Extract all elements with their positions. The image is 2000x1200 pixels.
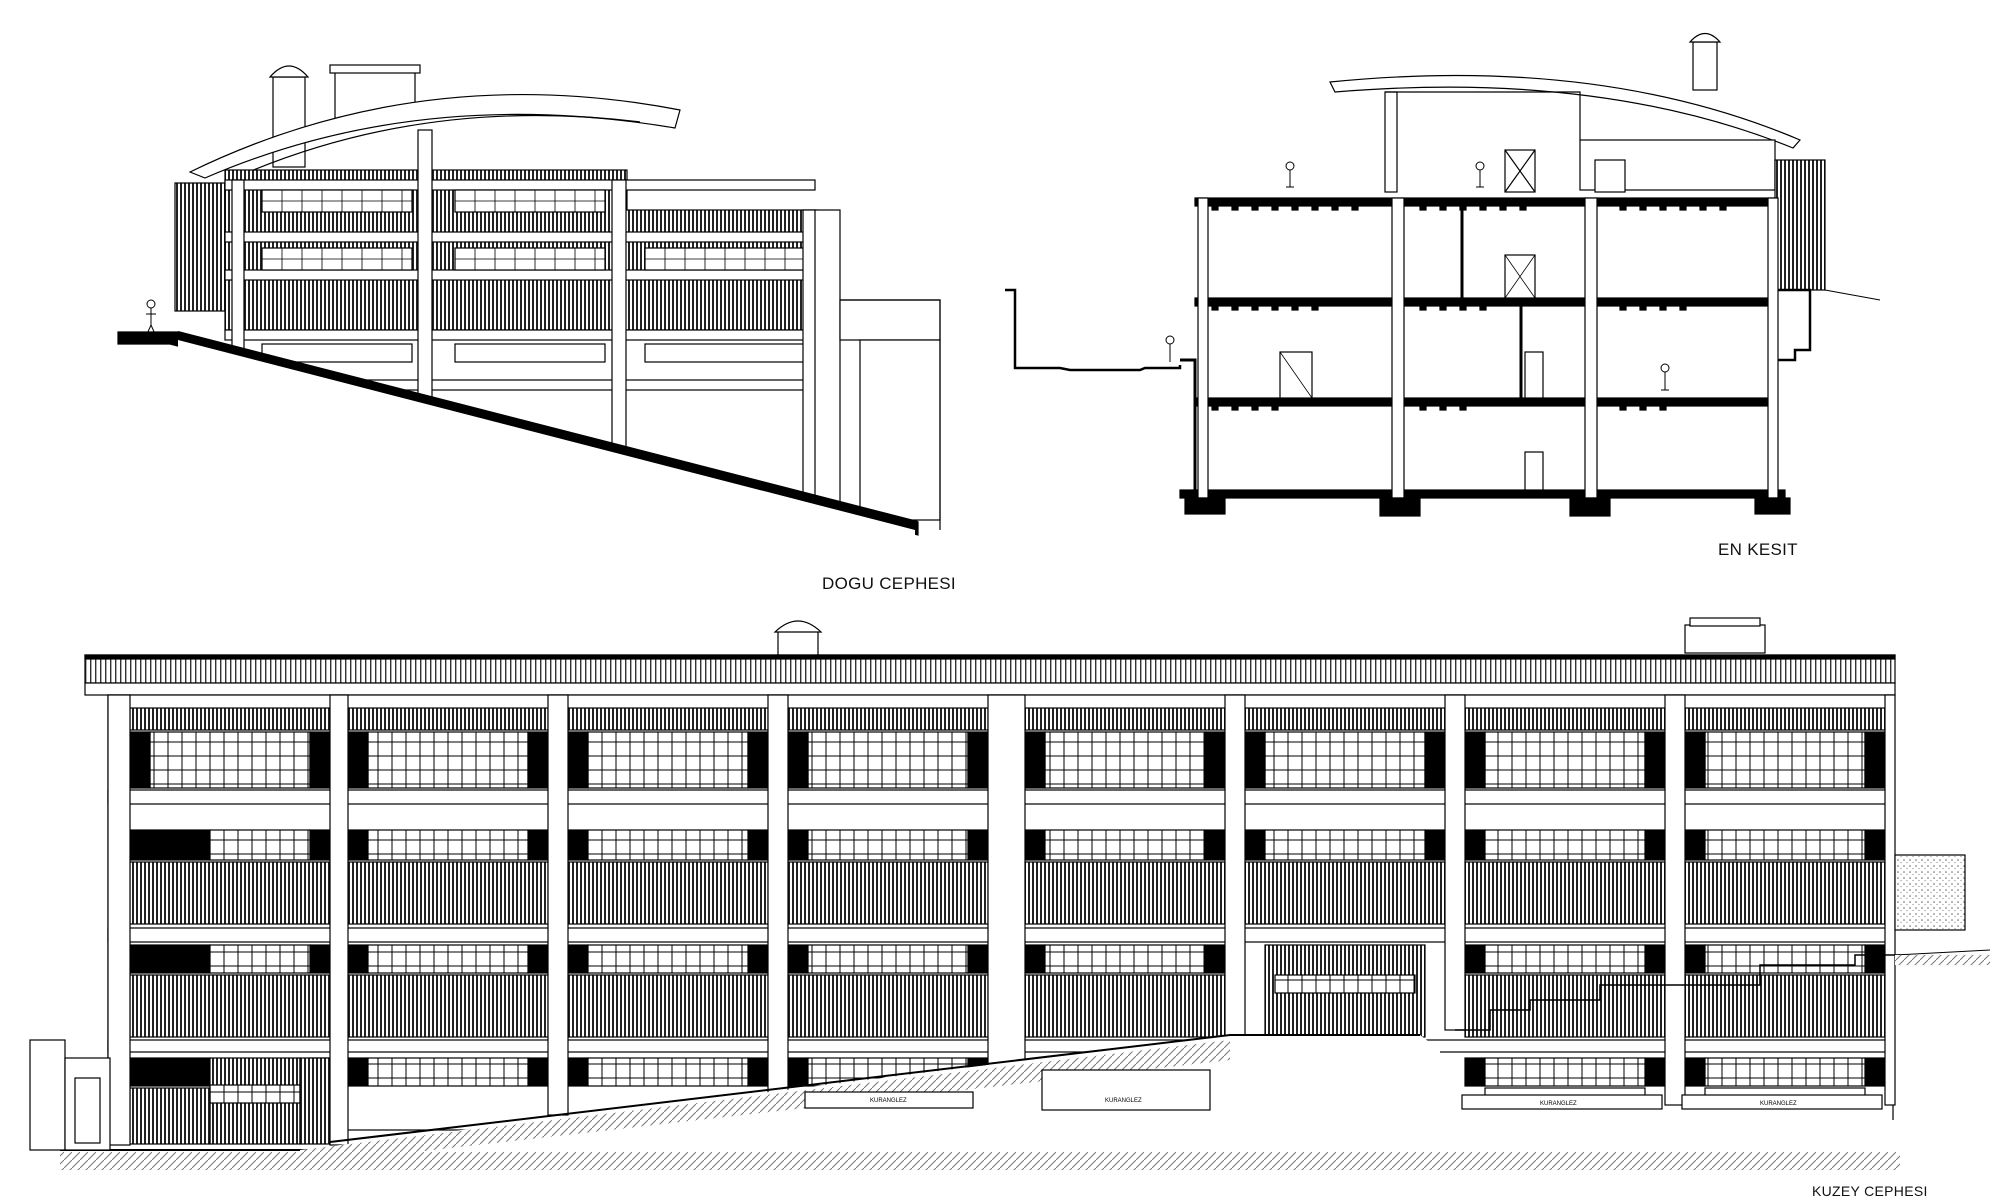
north-elevation: KURANGLEZ KURANGLEZ KURANGLEZ KURANGLEZ bbox=[29, 617, 1991, 1180]
north-elevation-label: KUZEY CEPHESI bbox=[1812, 1183, 1928, 1199]
east-elevation-label: DOGU CEPHESI bbox=[822, 574, 956, 593]
lightwell-tag-3: KURANGLEZ bbox=[1540, 1101, 1577, 1107]
lightwell-tag-4: KURANGLEZ bbox=[1760, 1101, 1797, 1107]
lightwell-tag-2: KURANGLEZ bbox=[1105, 1098, 1142, 1104]
cross-section bbox=[1005, 32, 1881, 517]
east-elevation bbox=[117, 64, 941, 600]
lightwell-tag-1: KURANGLEZ bbox=[870, 1098, 907, 1104]
cross-section-label: EN KESIT bbox=[1718, 540, 1798, 559]
